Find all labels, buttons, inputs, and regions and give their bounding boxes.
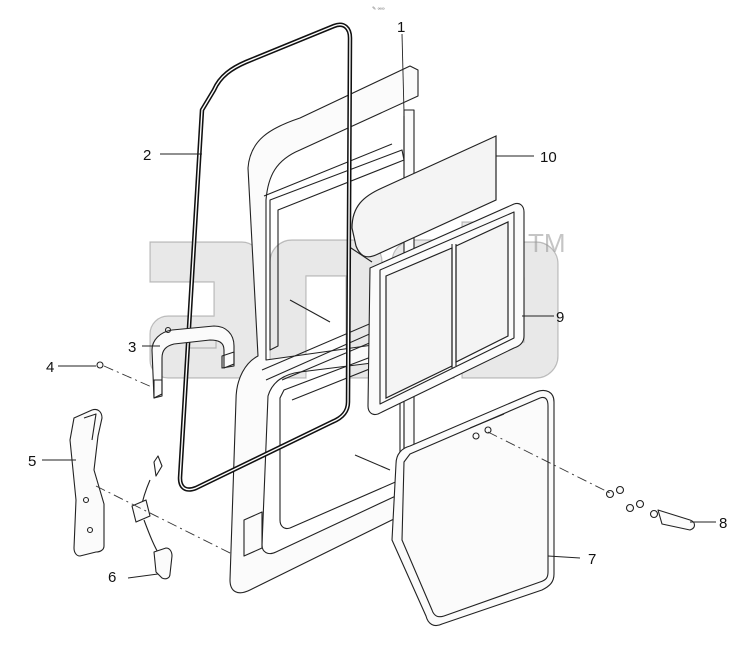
glass-panel: [351, 135, 497, 258]
callout-1: 1: [397, 19, 405, 36]
trim-panel: [391, 389, 555, 627]
callout-2: 2: [143, 147, 151, 164]
callout-4: 4: [46, 359, 54, 376]
assembly-lines: [95, 365, 613, 555]
latch-hardware: [605, 485, 696, 531]
lock-cable: [131, 455, 173, 580]
callout-7: 7: [588, 551, 596, 568]
trim-hole: [484, 426, 492, 434]
callout-8: 8: [719, 515, 727, 532]
leader-lines: [42, 33, 716, 579]
callouts: 1 2 3 4 5 6 7 8 9 10: [28, 19, 727, 586]
callout-6: 6: [108, 569, 116, 586]
callout-9: 9: [556, 309, 564, 326]
door-seal: [177, 22, 353, 492]
trim-hole: [472, 432, 480, 440]
header-mark: ✎ ∞∞: [372, 6, 385, 12]
screw: [96, 361, 104, 369]
callout-3: 3: [128, 339, 136, 356]
grab-handle: [151, 325, 235, 399]
watermark-tm: TM: [528, 228, 566, 258]
lock-bracket: [69, 408, 105, 557]
sliding-window: [367, 202, 525, 416]
callout-5: 5: [28, 453, 36, 470]
callout-10: 10: [540, 149, 557, 166]
